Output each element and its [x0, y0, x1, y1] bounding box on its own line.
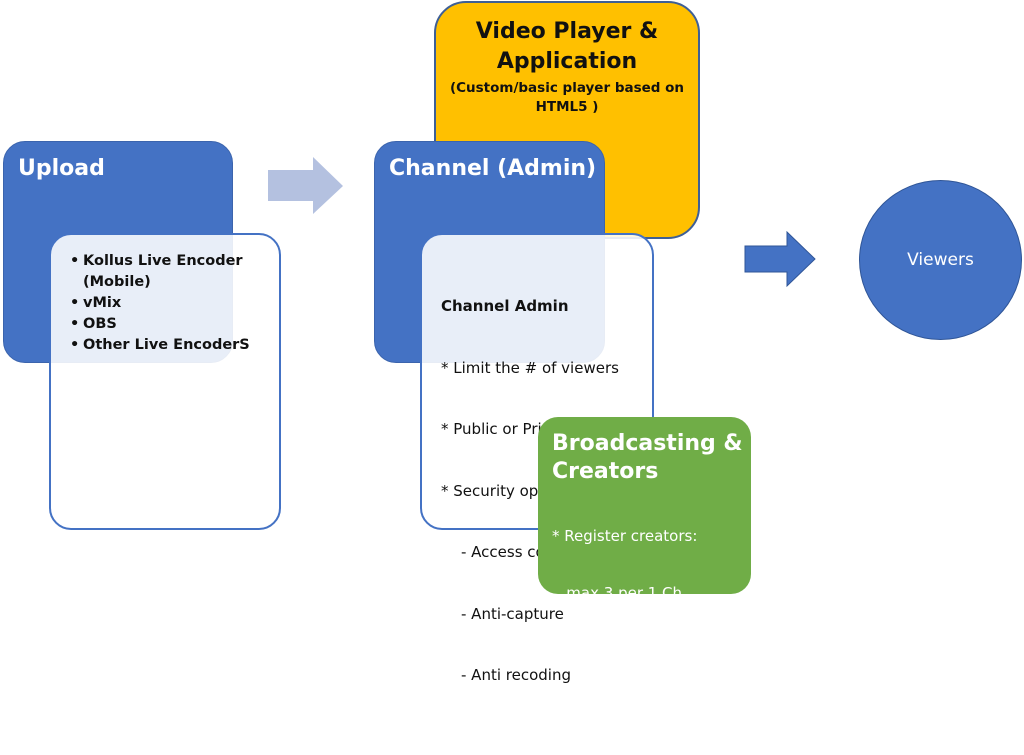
channel-item: * Limit the # of viewers — [441, 358, 619, 377]
broadcasting-item: * Stream Key — [552, 698, 651, 716]
upload-encoders-box: Kollus Live Encoder (Mobile) vMix OBS Ot… — [49, 233, 281, 530]
upload-title: Upload — [18, 156, 105, 181]
broadcasting-item: * Creator ID & code — [552, 641, 699, 659]
viewers-circle: Viewers — [859, 180, 1022, 340]
video-player-title-line2: Application — [496, 49, 638, 74]
broadcasting-title-line2: Creators — [552, 459, 659, 484]
arrow-right-icon — [744, 231, 816, 288]
encoder-item: OBS — [70, 314, 253, 335]
encoder-item: vMix — [70, 293, 253, 314]
encoder-item: Kollus Live Encoder (Mobile) — [70, 251, 253, 293]
broadcasting-title: Broadcasting & Creators — [552, 430, 743, 486]
video-player-subtitle-line1: (Custom/basic player based on — [449, 80, 685, 96]
channel-admin-heading: Channel Admin — [441, 297, 569, 315]
upload-encoder-list: Kollus Live Encoder (Mobile) vMix OBS Ot… — [51, 251, 253, 356]
channel-title: Channel (Admin) — [389, 156, 597, 181]
video-player-title-line1: Video Player & — [475, 19, 659, 44]
arrow-right-icon-light — [268, 157, 343, 214]
video-player-title: Video Player & Application — [436, 17, 698, 77]
broadcasting-title-line1: Broadcasting & — [552, 431, 743, 456]
video-player-subtitle: (Custom/basic player based on HTML5 ) — [436, 79, 698, 117]
broadcasting-box: Broadcasting & Creators * Register creat… — [538, 417, 751, 716]
broadcasting-item: max 3 per 1 Ch — [552, 584, 683, 602]
broadcasting-item: * Register creators: — [552, 527, 698, 545]
viewers-label: Viewers — [907, 250, 974, 270]
broadcasting-items: * Register creators: max 3 per 1 Ch * Cr… — [552, 489, 698, 755]
video-player-subtitle-line2: HTML5 ) — [535, 99, 599, 115]
encoder-item: Other Live EncoderS — [70, 335, 253, 356]
